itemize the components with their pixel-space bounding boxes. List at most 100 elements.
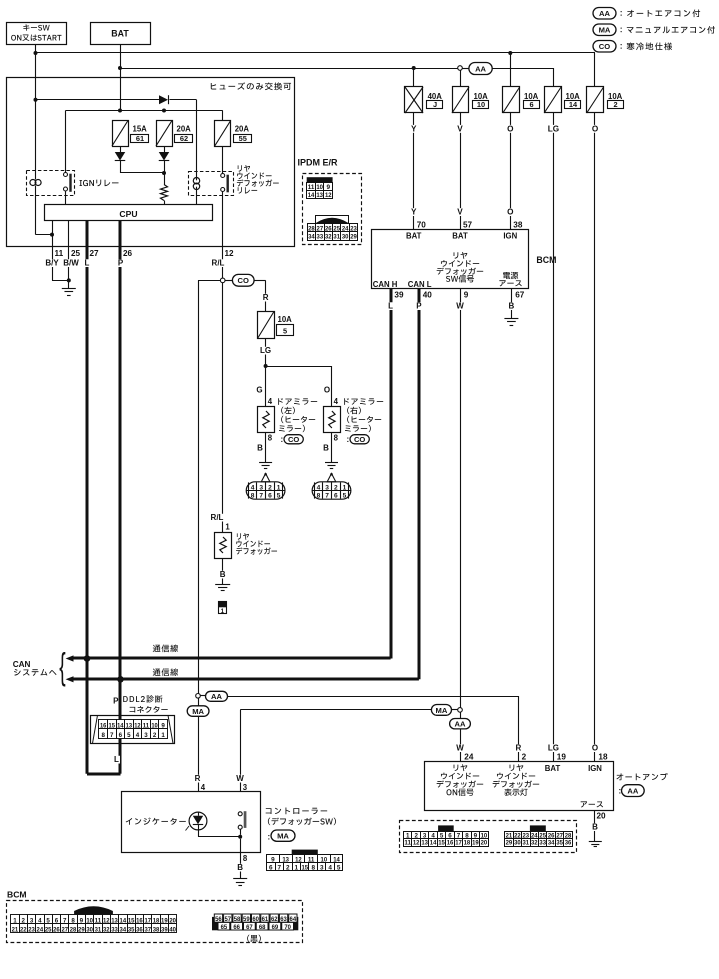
svg-text:14: 14 xyxy=(569,100,578,109)
svg-text:LG: LG xyxy=(548,124,559,133)
svg-text:19: 19 xyxy=(557,753,567,762)
svg-text:24: 24 xyxy=(464,753,474,762)
svg-text:40: 40 xyxy=(423,291,433,300)
svg-text:3: 3 xyxy=(30,917,34,924)
svg-text:17: 17 xyxy=(455,840,462,847)
svg-text:29: 29 xyxy=(506,840,513,847)
svg-text:CAN L: CAN L xyxy=(408,280,432,289)
svg-text:7: 7 xyxy=(325,492,329,499)
svg-text:64: 64 xyxy=(290,916,297,923)
svg-text:8: 8 xyxy=(317,492,321,499)
svg-text:9: 9 xyxy=(80,917,84,924)
svg-text:BCM: BCM xyxy=(536,255,556,265)
svg-text:6: 6 xyxy=(269,864,273,871)
svg-text:IGN: IGN xyxy=(503,232,517,241)
svg-text:60: 60 xyxy=(252,916,259,923)
svg-text:AA: AA xyxy=(475,64,486,73)
svg-text:21: 21 xyxy=(12,926,19,933)
svg-text:11: 11 xyxy=(143,723,150,730)
svg-text::: : xyxy=(281,435,284,444)
svg-text:15: 15 xyxy=(438,840,445,847)
svg-text:2: 2 xyxy=(153,732,157,739)
svg-text:BCM: BCM xyxy=(7,890,27,900)
svg-text:10: 10 xyxy=(321,856,328,863)
svg-text:8: 8 xyxy=(243,854,248,863)
svg-text:4: 4 xyxy=(201,783,206,792)
svg-text:22: 22 xyxy=(514,833,521,840)
svg-text:3: 3 xyxy=(325,484,329,491)
svg-text:8: 8 xyxy=(251,492,255,499)
svg-text:Y: Y xyxy=(411,124,417,133)
svg-text:28: 28 xyxy=(565,833,572,840)
svg-text:AA: AA xyxy=(455,720,466,729)
svg-text:32: 32 xyxy=(325,234,332,241)
svg-text:18: 18 xyxy=(153,917,160,924)
svg-text:8: 8 xyxy=(465,833,469,840)
svg-text:33: 33 xyxy=(111,926,118,933)
svg-text:5: 5 xyxy=(283,327,287,336)
svg-text:20: 20 xyxy=(481,840,488,847)
svg-text:12: 12 xyxy=(225,249,235,258)
svg-text:L: L xyxy=(85,259,90,268)
svg-text:R/L: R/L xyxy=(211,513,224,522)
svg-text:36: 36 xyxy=(565,840,572,847)
svg-text:5: 5 xyxy=(337,864,341,871)
svg-text:MA: MA xyxy=(277,832,289,841)
svg-text:10: 10 xyxy=(481,833,488,840)
svg-text::: : xyxy=(268,833,271,842)
svg-text:3: 3 xyxy=(259,484,263,491)
svg-text:59: 59 xyxy=(243,916,250,923)
svg-text:1: 1 xyxy=(225,523,230,532)
svg-text:24: 24 xyxy=(531,833,538,840)
svg-text:P: P xyxy=(416,302,422,311)
svg-text:66: 66 xyxy=(233,924,240,931)
svg-text:29: 29 xyxy=(78,926,85,933)
svg-text:B/Y: B/Y xyxy=(45,259,59,268)
svg-text:O: O xyxy=(592,124,599,133)
svg-text:4: 4 xyxy=(268,397,273,406)
svg-text:10: 10 xyxy=(316,184,323,191)
svg-text:5: 5 xyxy=(127,732,131,739)
svg-text:4: 4 xyxy=(136,732,140,739)
svg-text:BAT: BAT xyxy=(545,764,561,773)
svg-text:27: 27 xyxy=(61,926,68,933)
svg-text:31: 31 xyxy=(523,840,530,847)
svg-text:L: L xyxy=(114,755,119,764)
svg-text::: : xyxy=(619,787,622,796)
svg-text:W: W xyxy=(236,774,244,783)
svg-text:27: 27 xyxy=(90,249,100,258)
svg-text:CAN: CAN xyxy=(13,660,31,669)
svg-text:10A: 10A xyxy=(474,92,489,101)
svg-text:V: V xyxy=(457,124,463,133)
svg-text:5: 5 xyxy=(343,492,347,499)
svg-text:10A: 10A xyxy=(608,92,623,101)
svg-text:AA: AA xyxy=(627,787,638,796)
svg-text:10A: 10A xyxy=(524,92,539,101)
svg-text:13: 13 xyxy=(421,840,428,847)
svg-text:7: 7 xyxy=(278,864,282,871)
svg-text:BAT: BAT xyxy=(406,232,422,241)
svg-text:1: 1 xyxy=(13,917,17,924)
svg-text:67: 67 xyxy=(515,291,525,300)
svg-text:31: 31 xyxy=(333,234,340,241)
svg-text:6: 6 xyxy=(55,917,59,924)
svg-text:R: R xyxy=(263,293,269,302)
svg-text:L: L xyxy=(388,302,393,311)
svg-text:10: 10 xyxy=(86,917,93,924)
svg-text:7: 7 xyxy=(63,917,67,924)
svg-text:23: 23 xyxy=(523,833,530,840)
svg-text:10: 10 xyxy=(477,100,485,109)
svg-text:MA: MA xyxy=(599,26,611,35)
svg-text:14: 14 xyxy=(430,840,437,847)
svg-text:8: 8 xyxy=(334,434,339,443)
svg-text:14: 14 xyxy=(120,917,127,924)
svg-text:25: 25 xyxy=(45,926,52,933)
svg-text:3: 3 xyxy=(423,833,427,840)
svg-text:27: 27 xyxy=(556,833,563,840)
svg-text:10A: 10A xyxy=(278,315,293,324)
svg-text:2: 2 xyxy=(522,753,527,762)
svg-text:34: 34 xyxy=(308,234,315,241)
svg-text:19: 19 xyxy=(161,917,168,924)
svg-text:63: 63 xyxy=(280,916,287,923)
svg-text:12: 12 xyxy=(325,192,332,199)
